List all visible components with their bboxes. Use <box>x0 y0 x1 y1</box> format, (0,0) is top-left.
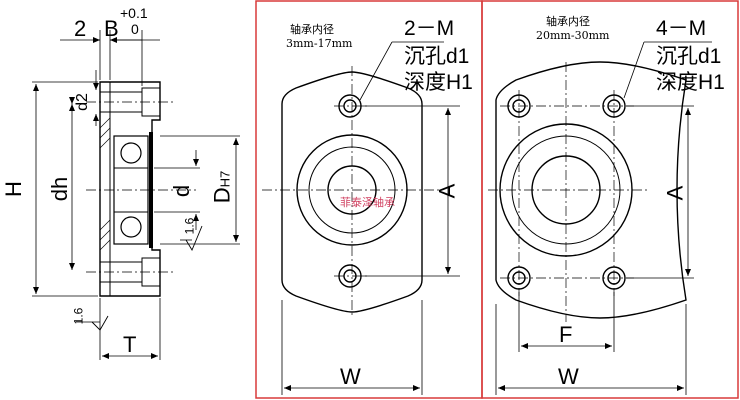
left-section-view <box>99 81 161 297</box>
right-panel-border <box>481 0 739 399</box>
right-dim-F: F <box>559 322 573 347</box>
dim-H-label: H <box>0 181 26 197</box>
right-bearing-range: 20mm-30mm <box>536 29 610 42</box>
left-dimensions <box>32 30 240 360</box>
right-counterbore-h: 深度H1 <box>656 71 725 94</box>
middle-dim-A: A <box>434 183 460 199</box>
dim-d-label: d <box>169 184 195 198</box>
dim-d2-label: d2 <box>73 93 91 111</box>
dim-D-letter: D <box>209 187 235 204</box>
middle-counterbore-d: 沉孔d1 <box>404 45 470 68</box>
dim-B-label: B <box>104 16 119 41</box>
middle-bearing-range: 3mm-17mm <box>286 37 353 50</box>
tol-zero-label: 0 <box>131 21 139 37</box>
middle-hole-count: 2－M <box>404 17 455 40</box>
tol-plus-label: +0.1 <box>120 5 148 21</box>
left-centerlines <box>86 101 196 273</box>
right-dim-A: A <box>662 185 688 201</box>
middle-bearing-label: 轴承内径 <box>290 23 334 36</box>
right-bearing-label: 轴承内径 <box>546 15 590 28</box>
right-dimensions <box>495 41 712 395</box>
roughness-label-2: 1.6 <box>71 307 86 325</box>
right-centerlines <box>488 62 650 322</box>
dim-dh-label: dh <box>47 176 73 202</box>
watermark: 菲泰泽轴承 <box>340 196 395 209</box>
middle-dimensions <box>281 41 460 395</box>
right-counterbore-d: 沉孔d1 <box>656 45 722 68</box>
right-hole-count: 4－M <box>656 17 707 40</box>
right-dim-W: W <box>558 364 579 389</box>
roughness-label-1: 1.6 <box>182 217 197 235</box>
dim-D-label: DH7 <box>209 170 235 204</box>
dim-T-label: T <box>123 332 137 357</box>
middle-centerlines <box>262 66 440 318</box>
dim-2-label: 2 <box>74 16 87 41</box>
dim-D-tolerance: H7 <box>217 170 233 188</box>
middle-dim-W: W <box>340 364 361 389</box>
middle-counterbore-h: 深度H1 <box>404 71 473 94</box>
